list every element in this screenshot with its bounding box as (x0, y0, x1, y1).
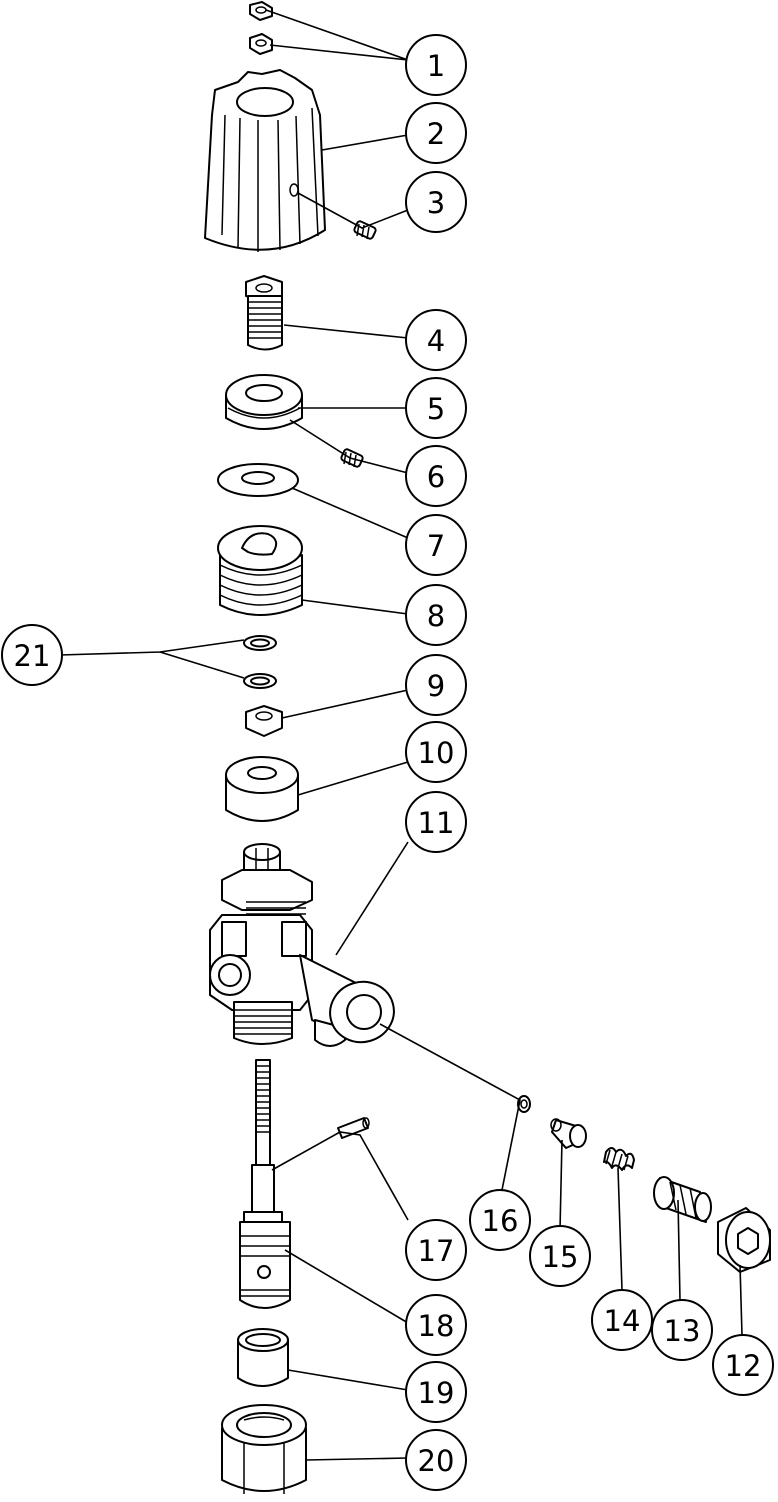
part-15-seat (550, 1118, 587, 1149)
leader-14 (617, 1167, 623, 1291)
callout-8-label: 8 (427, 599, 445, 633)
callout-3-label: 3 (427, 186, 445, 220)
part-19-bushing (237, 1328, 289, 1387)
part-4-threaded-adapter (245, 275, 283, 351)
callout-13-label: 13 (664, 1314, 701, 1348)
leader-18 (284, 1249, 409, 1324)
callout-16: 16 (469, 1189, 531, 1251)
leader-lines (59, 9, 743, 1461)
callout-12-label: 12 (725, 1349, 762, 1383)
leader-4 (283, 324, 409, 339)
part-11-valve-body (209, 843, 395, 1047)
callout-14: 14 (591, 1289, 653, 1351)
part-8-spring (217, 525, 303, 616)
callout-1-label: 1 (427, 49, 445, 83)
callout-21-label: 21 (14, 639, 51, 673)
part-5-collar (225, 374, 303, 430)
callout-12: 12 (712, 1334, 774, 1396)
part-17-pin (337, 1117, 370, 1139)
callout-9-label: 9 (427, 669, 445, 703)
callout-5-label: 5 (427, 392, 445, 426)
callout-10-label: 10 (418, 736, 455, 770)
part-13-filter-cage (653, 1176, 712, 1223)
callout-9: 9 (405, 654, 467, 716)
part-1-hex-nuts (249, 1, 273, 55)
leader-20 (305, 1457, 409, 1461)
callout-10: 10 (405, 721, 467, 783)
callout-8: 8 (405, 584, 467, 646)
callout-6: 6 (405, 445, 467, 507)
callout-14-label: 14 (604, 1304, 641, 1338)
part-21-small-washers (243, 635, 277, 689)
leader-8 (301, 599, 409, 615)
leader-2 (321, 134, 409, 151)
leader-11 (335, 841, 409, 956)
callout-6-label: 6 (427, 460, 445, 494)
part-14-small-spring (603, 1147, 635, 1171)
callout-5: 5 (405, 377, 467, 439)
callout-13: 13 (651, 1299, 713, 1361)
part-16-o-ring (517, 1095, 531, 1113)
part-9-hex-nut (245, 705, 283, 737)
part-2-knob (204, 69, 326, 252)
leader-15 (559, 1139, 563, 1231)
part-12-hex-plug (717, 1207, 771, 1273)
callout-3: 3 (405, 171, 467, 233)
leader-16 (379, 1023, 521, 1191)
callout-7-label: 7 (427, 529, 445, 563)
part-20-hex-nut (221, 1404, 307, 1494)
callout-20-label: 20 (418, 1444, 455, 1478)
leader-10 (297, 761, 409, 796)
part-10-cap (225, 756, 299, 822)
callout-16-label: 16 (482, 1204, 519, 1238)
callout-11: 11 (405, 791, 467, 853)
leader-7 (291, 487, 409, 539)
callout-20: 20 (405, 1429, 467, 1491)
callout-19: 19 (405, 1361, 467, 1423)
callout-18: 18 (405, 1294, 467, 1356)
callout-2: 2 (405, 102, 467, 164)
leader-12 (739, 1264, 743, 1336)
callout-4-label: 4 (427, 324, 445, 358)
leader-6 (289, 419, 409, 474)
callout-7: 7 (405, 514, 467, 576)
leader-9 (281, 689, 409, 719)
callout-4: 4 (405, 309, 467, 371)
part-18-stem-assembly (239, 1059, 291, 1309)
leader-3 (297, 192, 409, 229)
callout-15-label: 15 (542, 1240, 579, 1274)
callout-15: 15 (529, 1225, 591, 1287)
callout-17-label: 17 (418, 1234, 455, 1268)
callouts: 1 2 3 4 5 6 7 8 (1, 34, 774, 1491)
part-7-washer (217, 463, 299, 497)
leader-17 (271, 1131, 409, 1221)
callout-19-label: 19 (418, 1376, 455, 1410)
callout-17: 17 (405, 1219, 467, 1281)
leader-1 (265, 9, 409, 61)
leader-13 (677, 1199, 681, 1301)
callout-21: 21 (1, 624, 63, 686)
leader-19 (287, 1369, 409, 1391)
callout-11-label: 11 (418, 806, 455, 840)
callout-18-label: 18 (418, 1309, 455, 1343)
callout-2-label: 2 (427, 117, 445, 151)
leader-21 (59, 639, 245, 679)
callout-1: 1 (405, 34, 467, 96)
